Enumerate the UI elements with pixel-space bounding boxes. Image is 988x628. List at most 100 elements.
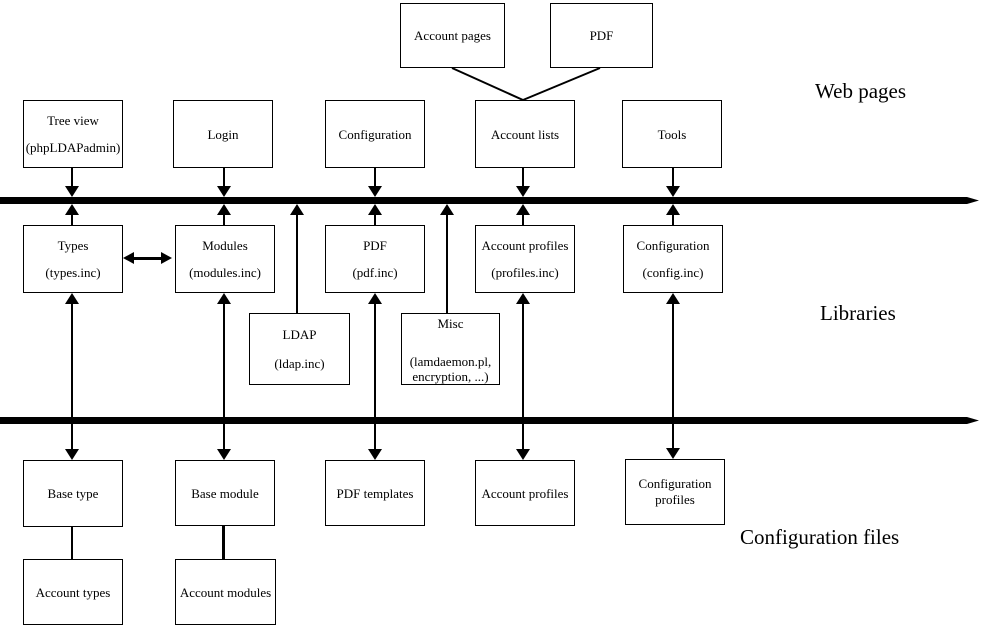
pdf-page-box: PDF bbox=[550, 3, 653, 68]
arrowhead-down-icon bbox=[217, 449, 231, 460]
account-profiles-file-label: Account profiles bbox=[481, 485, 569, 501]
ldap-box: LDAP (ldap.inc) bbox=[249, 313, 350, 385]
arrowhead-up-icon bbox=[516, 204, 530, 215]
arrowhead-up-icon bbox=[217, 293, 231, 304]
arrowhead-down-icon bbox=[516, 186, 530, 197]
arrowhead-right-icon bbox=[161, 252, 172, 264]
connector-line bbox=[133, 257, 163, 260]
account-pages-to-account-lists-line bbox=[451, 67, 524, 101]
pdf-library-sublabel: (pdf.inc) bbox=[352, 265, 398, 280]
configuration-files-section-label: Configuration files bbox=[740, 525, 900, 549]
account-lists-box: Account lists bbox=[475, 100, 575, 168]
arrowhead-up-icon bbox=[290, 204, 304, 215]
arrowhead-down-icon bbox=[368, 186, 382, 197]
account-modules-box: Account modules bbox=[175, 559, 276, 625]
arrowhead-down-icon bbox=[666, 186, 680, 197]
ldap-label: LDAP bbox=[282, 327, 317, 343]
account-profiles-library-label: Account profiles bbox=[481, 238, 569, 253]
bus-line-web-to-libraries bbox=[0, 197, 979, 204]
connector-line bbox=[71, 215, 73, 225]
pdf-page-label: PDF bbox=[589, 28, 614, 43]
misc-sublabel-1: (lamdaemon.pl, bbox=[409, 354, 492, 369]
ldap-sublabel: (ldap.inc) bbox=[274, 355, 325, 371]
modules-sublabel: (modules.inc) bbox=[189, 265, 261, 280]
connector-line bbox=[71, 304, 73, 449]
arrowhead-up-icon bbox=[65, 293, 79, 304]
account-profiles-library-sublabel: (profiles.inc) bbox=[491, 265, 559, 280]
arrowhead-up-icon bbox=[666, 293, 680, 304]
connector-line bbox=[446, 215, 448, 313]
types-sublabel: (types.inc) bbox=[45, 265, 101, 280]
login-label: Login bbox=[207, 126, 239, 142]
account-lists-label: Account lists bbox=[490, 126, 560, 142]
tree-view-box: Tree view (phpLDAPadmin) bbox=[23, 100, 123, 168]
types-box: Types (types.inc) bbox=[23, 225, 123, 293]
misc-label: Misc bbox=[437, 316, 464, 331]
connector-line bbox=[522, 304, 524, 449]
login-box: Login bbox=[173, 100, 273, 168]
connector-line bbox=[374, 304, 376, 449]
pdf-library-box: PDF (pdf.inc) bbox=[325, 225, 425, 293]
connector-line bbox=[672, 215, 674, 225]
base-type-label: Base type bbox=[47, 486, 99, 501]
configuration-library-box: Configuration (config.inc) bbox=[623, 225, 723, 293]
bus-line-libraries-to-config bbox=[0, 417, 979, 424]
account-profiles-library-box: Account profiles (profiles.inc) bbox=[475, 225, 575, 293]
misc-sublabel-2: encryption, ...) bbox=[412, 369, 489, 384]
connector-line bbox=[223, 304, 225, 449]
account-pages-box: Account pages bbox=[400, 3, 505, 68]
configuration-profiles-box: Configuration profiles bbox=[625, 459, 725, 525]
connector-line bbox=[374, 168, 376, 186]
arrowhead-up-icon bbox=[368, 204, 382, 215]
configuration-page-box: Configuration bbox=[325, 100, 425, 168]
connector-line bbox=[522, 215, 524, 225]
base-type-box: Base type bbox=[23, 460, 123, 527]
connector-line bbox=[71, 527, 73, 559]
arrowhead-down-icon bbox=[516, 449, 530, 460]
connector-line bbox=[296, 215, 298, 313]
modules-label: Modules bbox=[202, 238, 248, 253]
arrowhead-down-icon bbox=[217, 186, 231, 197]
configuration-library-label: Configuration bbox=[636, 238, 710, 253]
base-module-label: Base module bbox=[191, 485, 259, 501]
configuration-page-label: Configuration bbox=[338, 126, 412, 142]
arrowhead-up-icon bbox=[440, 204, 454, 215]
connector-line bbox=[71, 168, 73, 186]
arrowhead-up-icon bbox=[217, 204, 231, 215]
account-types-box: Account types bbox=[23, 559, 123, 625]
connector-line bbox=[222, 526, 225, 559]
pdf-templates-label: PDF templates bbox=[336, 485, 414, 501]
pdf-library-label: PDF bbox=[363, 238, 387, 253]
arrowhead-left-icon bbox=[123, 252, 134, 264]
tree-view-label: Tree view bbox=[47, 113, 99, 128]
arrowhead-up-icon bbox=[65, 204, 79, 215]
connector-line bbox=[522, 168, 524, 186]
tree-view-sublabel: (phpLDAPadmin) bbox=[25, 140, 121, 155]
arrowhead-up-icon bbox=[666, 204, 680, 215]
arrowhead-down-icon bbox=[368, 449, 382, 460]
arrowhead-down-icon bbox=[65, 186, 79, 197]
pdf-to-account-lists-line bbox=[522, 67, 601, 101]
account-types-label: Account types bbox=[35, 584, 111, 600]
account-pages-label: Account pages bbox=[414, 28, 491, 43]
arrowhead-up-icon bbox=[368, 293, 382, 304]
configuration-profiles-label: Configuration bbox=[638, 476, 712, 491]
pdf-templates-box: PDF templates bbox=[325, 460, 425, 526]
arrowhead-up-icon bbox=[516, 293, 530, 304]
types-label: Types bbox=[57, 238, 89, 253]
connector-line bbox=[672, 304, 674, 448]
configuration-profiles-sublabel: profiles bbox=[655, 492, 695, 507]
base-module-box: Base module bbox=[175, 460, 275, 526]
connector-line bbox=[223, 168, 225, 186]
tools-label: Tools bbox=[657, 126, 687, 142]
account-profiles-file-box: Account profiles bbox=[475, 460, 575, 526]
web-pages-section-label: Web pages bbox=[815, 79, 907, 103]
configuration-library-sublabel: (config.inc) bbox=[642, 265, 704, 280]
connector-line bbox=[374, 215, 376, 225]
arrowhead-down-icon bbox=[666, 448, 680, 459]
connector-line bbox=[223, 215, 225, 225]
arrowhead-down-icon bbox=[65, 449, 79, 460]
libraries-section-label: Libraries bbox=[820, 301, 896, 325]
modules-box: Modules (modules.inc) bbox=[175, 225, 275, 293]
account-modules-label: Account modules bbox=[179, 584, 272, 600]
